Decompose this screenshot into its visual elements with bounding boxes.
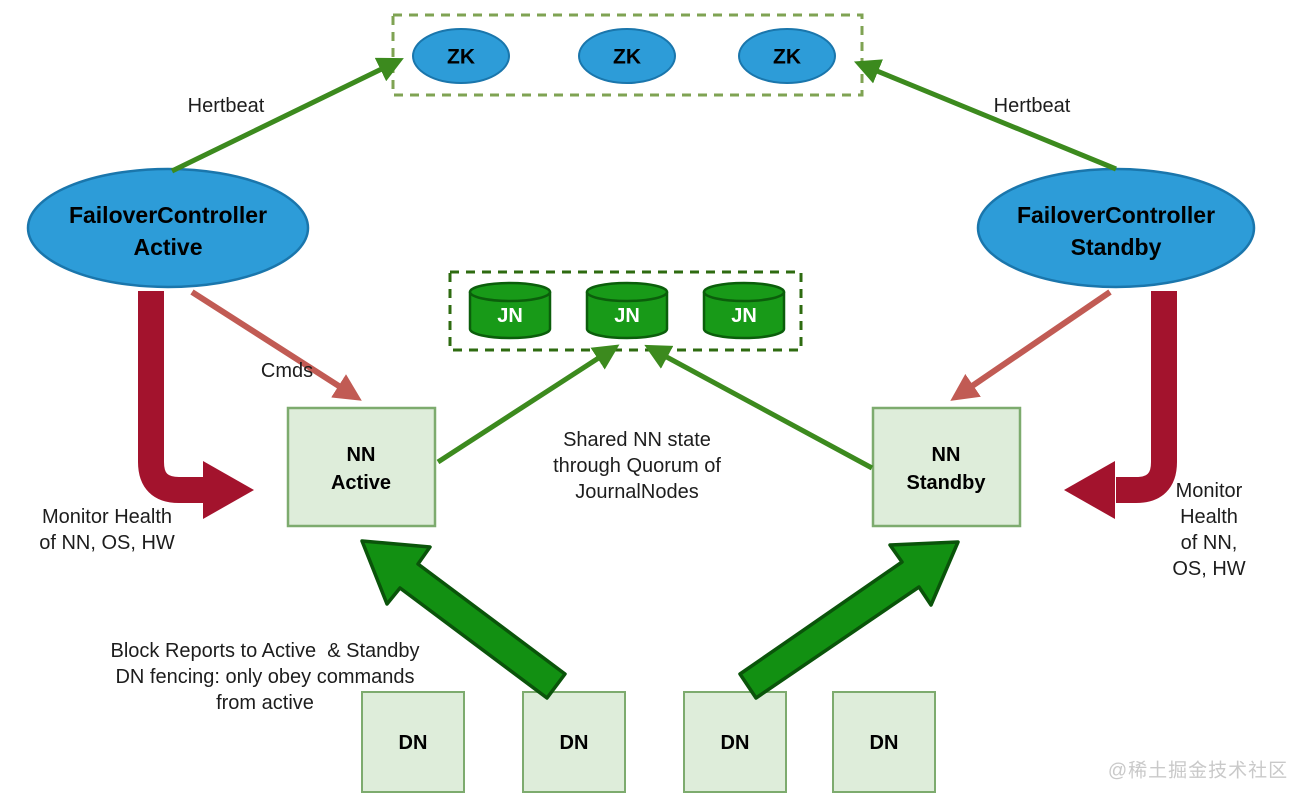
block-reports-arrow-left [360, 539, 567, 700]
dn-node-label: DN [398, 732, 428, 754]
jn-node-label: JN [614, 305, 640, 327]
monitor-health-arrow-left [138, 291, 254, 519]
monitor-health-label-left: Monitor Health of NN, OS, HW [39, 506, 175, 554]
heartbeat-label-right: Hertbeat [993, 95, 1071, 117]
zk-node-label: ZK [613, 45, 641, 69]
jn-node-label: JN [731, 305, 757, 327]
nn-active-box [286, 406, 437, 528]
zk-node-label: ZK [447, 45, 475, 69]
jn-node-label: JN [497, 305, 523, 327]
fc-active-label: FailoverController Active [68, 201, 268, 260]
jn-group-dashed-box [448, 270, 803, 352]
dn-node-label: DN [720, 732, 750, 754]
jn-cylinder-1 [468, 281, 552, 340]
cmds-arrow-left [190, 289, 362, 401]
block-reports-arrow-right [738, 540, 960, 700]
zk-node-ellipse-1 [412, 28, 510, 84]
jn-cylinder-3 [702, 281, 786, 340]
nn-standby-label: NN Standby [906, 444, 986, 494]
block-reports-label: Block Reports to Active & Standby DN fen… [110, 640, 420, 714]
watermark: @稀土掘金技术社区 [1107, 760, 1289, 782]
cmds-arrow-right [950, 289, 1112, 401]
cmds-label: Cmds [260, 360, 314, 382]
dn-node-label: DN [559, 732, 589, 754]
heartbeat-arrow-right [853, 59, 1117, 172]
nn-active-label: NN Active [330, 444, 392, 494]
dn-box-2 [522, 691, 626, 793]
zk-node-ellipse-3 [738, 28, 836, 84]
dn-box-1 [361, 691, 465, 793]
nn-standby-to-jn-arrow [644, 344, 874, 471]
dn-node-label: DN [869, 732, 899, 754]
dn-box-4 [832, 691, 936, 793]
jn-cylinder-2 [585, 281, 669, 340]
dn-box-3 [683, 691, 787, 793]
zk-group-dashed-box [391, 13, 864, 97]
zk-node-label: ZK [773, 45, 801, 69]
fc-standby-label: FailoverController Standby [1016, 201, 1216, 260]
nn-active-to-jn-arrow [436, 344, 620, 465]
nn-standby-box [871, 406, 1022, 528]
zk-node-ellipse-2 [578, 28, 676, 84]
monitor-health-arrow-right [1064, 291, 1177, 519]
heartbeat-label-left: Hertbeat [187, 95, 265, 117]
heartbeat-arrow-left [170, 57, 404, 174]
fc-active-ellipse [26, 167, 310, 289]
shared-state-label: Shared NN state through Quorum of Journa… [553, 429, 721, 503]
monitor-health-label-right: Monitor Health of NN, OS, HW [1172, 480, 1246, 580]
